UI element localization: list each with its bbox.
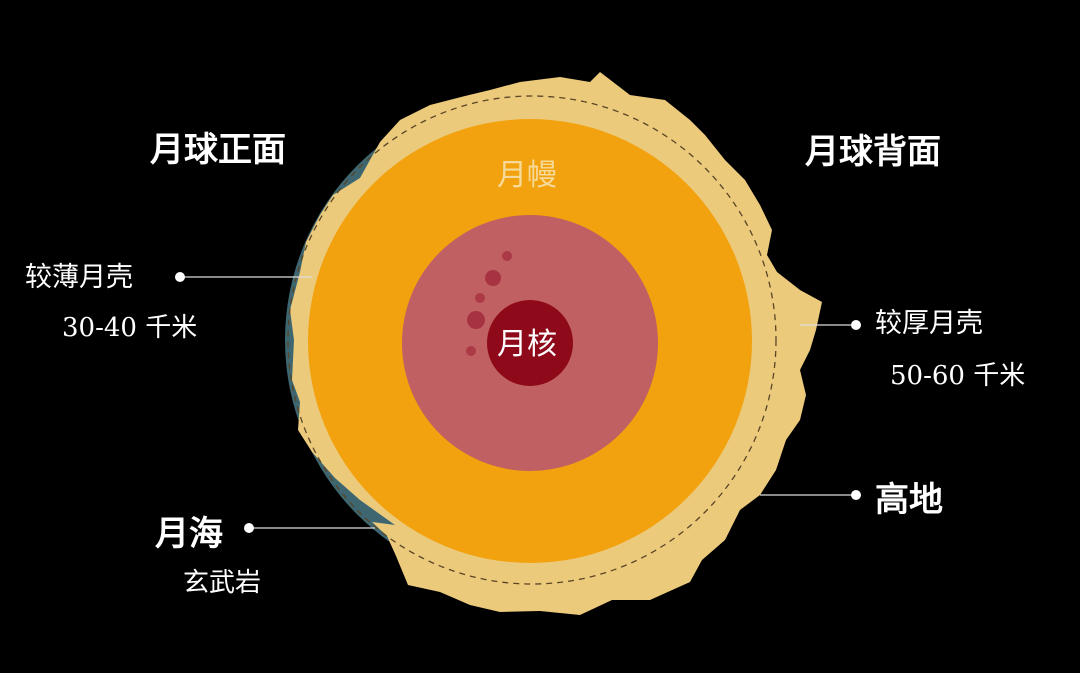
maria-label: 月海 bbox=[155, 514, 223, 554]
highlands-label: 高地 bbox=[875, 480, 943, 520]
near-side-title: 月球正面 bbox=[150, 130, 286, 170]
thin-crust-depth: 30-40 千米 bbox=[62, 313, 198, 343]
basalt-label: 玄武岩 bbox=[183, 568, 262, 598]
leader-dots bbox=[175, 272, 861, 533]
thin-crust-label: 较薄月壳 bbox=[25, 262, 133, 293]
leader-lines bbox=[181, 276, 855, 529]
thick-crust-label: 较厚月壳 bbox=[875, 308, 983, 339]
thick-crust-depth: 50-60 千米 bbox=[890, 361, 1026, 391]
mantle-label: 月幔 bbox=[497, 158, 557, 193]
far-side-title: 月球背面 bbox=[805, 132, 941, 172]
partial-melt-dots bbox=[466, 251, 512, 356]
core-label: 月核 bbox=[497, 327, 557, 362]
crust-boundary-dashed bbox=[287, 95, 777, 585]
inner-core-layer bbox=[487, 300, 573, 386]
